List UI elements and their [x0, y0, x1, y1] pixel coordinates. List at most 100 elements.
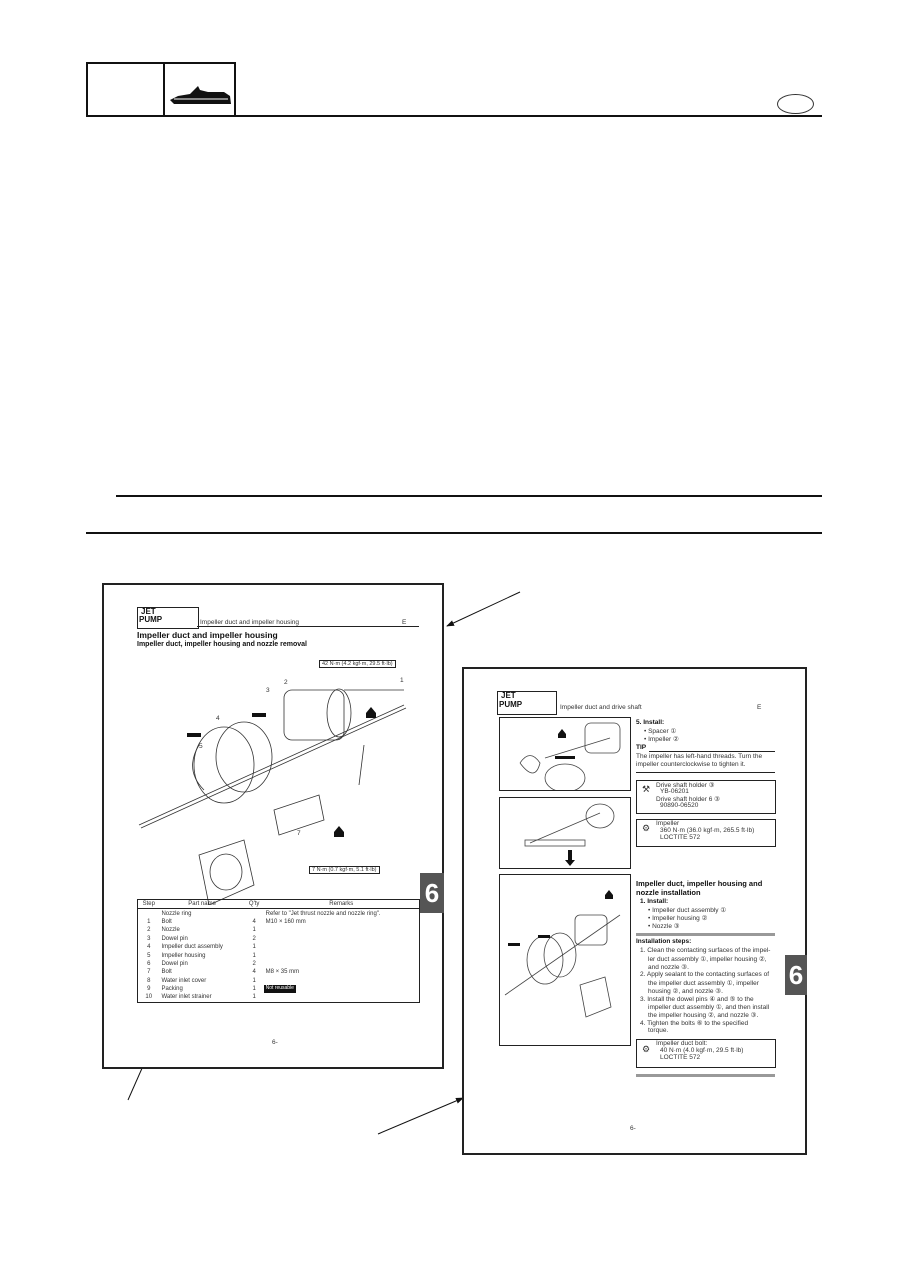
logo-pump: PUMP: [499, 700, 523, 709]
installation-step-line: 3. Install the dowel pins ④ and ⑤ to the: [640, 996, 754, 1003]
remarks-cell: [264, 926, 420, 934]
qty-cell: 1: [252, 952, 256, 959]
part-name-cell: Dowel pin: [161, 935, 188, 942]
part-name-cell: Bolt: [161, 918, 172, 925]
tool-line: Drive shaft holder 6 ③: [656, 796, 720, 803]
lang-mark: E: [402, 619, 407, 626]
part-name-cell: Impeller duct assembly: [161, 944, 223, 951]
tip-rule: [649, 751, 775, 752]
qty-cell: 1: [252, 927, 256, 934]
running-head-rule: [197, 626, 419, 627]
callout-2: 2: [284, 679, 288, 686]
install-item: • Impeller housing ②: [648, 915, 708, 922]
duct-torque-box: [636, 1039, 776, 1068]
table-header: Step Part name Q'ty Remarks: [137, 899, 420, 910]
jet-pump-logo: [137, 607, 199, 629]
lang-mark: E: [757, 704, 762, 711]
logo-jet: JET: [141, 607, 156, 616]
step-cell: 6: [147, 960, 151, 967]
figure-installation: [499, 874, 631, 1046]
jet-pump-logo: [497, 691, 557, 715]
figure-drive-shaft: [499, 797, 631, 869]
qty-cell: [245, 909, 264, 918]
page-number: 6-: [272, 1039, 278, 1046]
remarks-cell: [264, 935, 420, 943]
torque-line: Impeller duct bolt:: [656, 1040, 708, 1047]
remarks-cell: M8 × 35 mm: [265, 969, 300, 976]
language-oval: [777, 94, 814, 114]
steps-bar-top: [636, 933, 775, 936]
section-title: Impeller duct, impeller housing and: [636, 879, 763, 888]
install-item: • Nozzle ③: [648, 923, 680, 930]
step-cell: 8: [147, 977, 151, 984]
tip-end-rule: [636, 772, 775, 773]
tip-text: The impeller has left-hand threads. Turn…: [636, 753, 763, 760]
tool-line: 90890-06520: [660, 802, 699, 809]
torque-wrench-icon: ⚙: [642, 1044, 651, 1054]
running-head: Impeller duct and impeller housing: [200, 619, 299, 626]
figure-impeller: [499, 717, 631, 791]
tool-line: Drive shaft holder ③: [656, 782, 715, 789]
part-name-cell: Nozzle ring: [161, 910, 192, 917]
tool-line: YB-06201: [660, 788, 689, 795]
tip-text: impeller counterclockwise to tighten it.: [636, 761, 746, 768]
installation-step-line: the impeller housing ②, and nozzle ③.: [648, 1012, 759, 1019]
header-rule: [86, 115, 822, 117]
torque-spec-top: 42 N·m (4.2 kgf·m, 29.5 ft·lb): [319, 660, 396, 668]
step-cell: 7: [147, 969, 151, 976]
step-5-item: • Impeller ②: [644, 736, 679, 743]
remarks-cell: [264, 943, 420, 951]
logo-pump: PUMP: [139, 615, 163, 624]
installation-step-line: torque.: [648, 1027, 669, 1034]
callout-3: 3: [266, 687, 270, 694]
header-divider: [163, 62, 165, 116]
part-name-cell: Bolt: [161, 969, 172, 976]
step-cell: 5: [147, 952, 151, 959]
section-tab-left: 6: [420, 873, 444, 913]
remarks-cell: M10 × 160 mm: [265, 918, 306, 925]
tool-icon: ⚒: [642, 784, 651, 794]
installation-step-line: housing ②, and nozzle ③.: [648, 988, 723, 995]
logo-jet: JET: [501, 691, 516, 700]
jet-ski-icon: [170, 86, 231, 104]
steps-bar-bottom: [636, 1074, 775, 1077]
qty-cell: 1: [252, 994, 256, 1001]
right-page-thumbnail: JET PUMP Impeller duct and drive shaft E…: [462, 667, 807, 1155]
installation-step-line: and nozzle ③.: [648, 964, 689, 971]
torque-line: LOCTITE 572: [660, 1054, 701, 1061]
section-tab-right: 6: [785, 955, 807, 995]
qty-cell: 4: [252, 918, 256, 925]
step-5: 5. Install:: [636, 719, 665, 726]
page-number: 6-: [630, 1125, 636, 1132]
callout-4: 4: [216, 715, 220, 722]
special-tool-box: [636, 780, 776, 814]
torque-line: 40 N·m (4.0 kgf·m, 29.5 ft·lb): [660, 1047, 744, 1054]
section-rule: [116, 495, 822, 497]
part-name-cell: Nozzle: [161, 927, 180, 934]
part-name-cell: Water inlet cover: [161, 977, 207, 984]
page-subtitle: Impeller duct, impeller housing and nozz…: [137, 641, 307, 648]
left-page-thumbnail: JET PUMP Impeller duct and impeller hous…: [102, 583, 444, 1069]
running-head: Impeller duct and drive shaft: [560, 704, 642, 711]
qty-cell: 1: [252, 977, 256, 984]
remarks-cell: [264, 977, 420, 985]
install-step: 1. Install:: [640, 898, 669, 905]
torque-spec-bottom: 7 N·m (0.7 kgf·m, 5.1 ft·lb): [309, 866, 380, 874]
steps-label: Installation steps:: [636, 938, 692, 945]
remarks-cell: [264, 993, 420, 1002]
torque-line: Impeller: [656, 820, 680, 827]
section-title: nozzle installation: [636, 888, 701, 897]
table-row: 8 Water inlet cover 1: [138, 977, 420, 985]
installation-step-line: 1. Clean the contacting surfaces of the …: [640, 947, 771, 954]
part-name-cell: Dowel pin: [161, 960, 188, 967]
col-qty: Q'ty: [244, 899, 264, 910]
part-name-cell: Packing: [161, 986, 183, 993]
remarks-cell: [264, 960, 420, 968]
col-step: Step: [137, 899, 160, 910]
